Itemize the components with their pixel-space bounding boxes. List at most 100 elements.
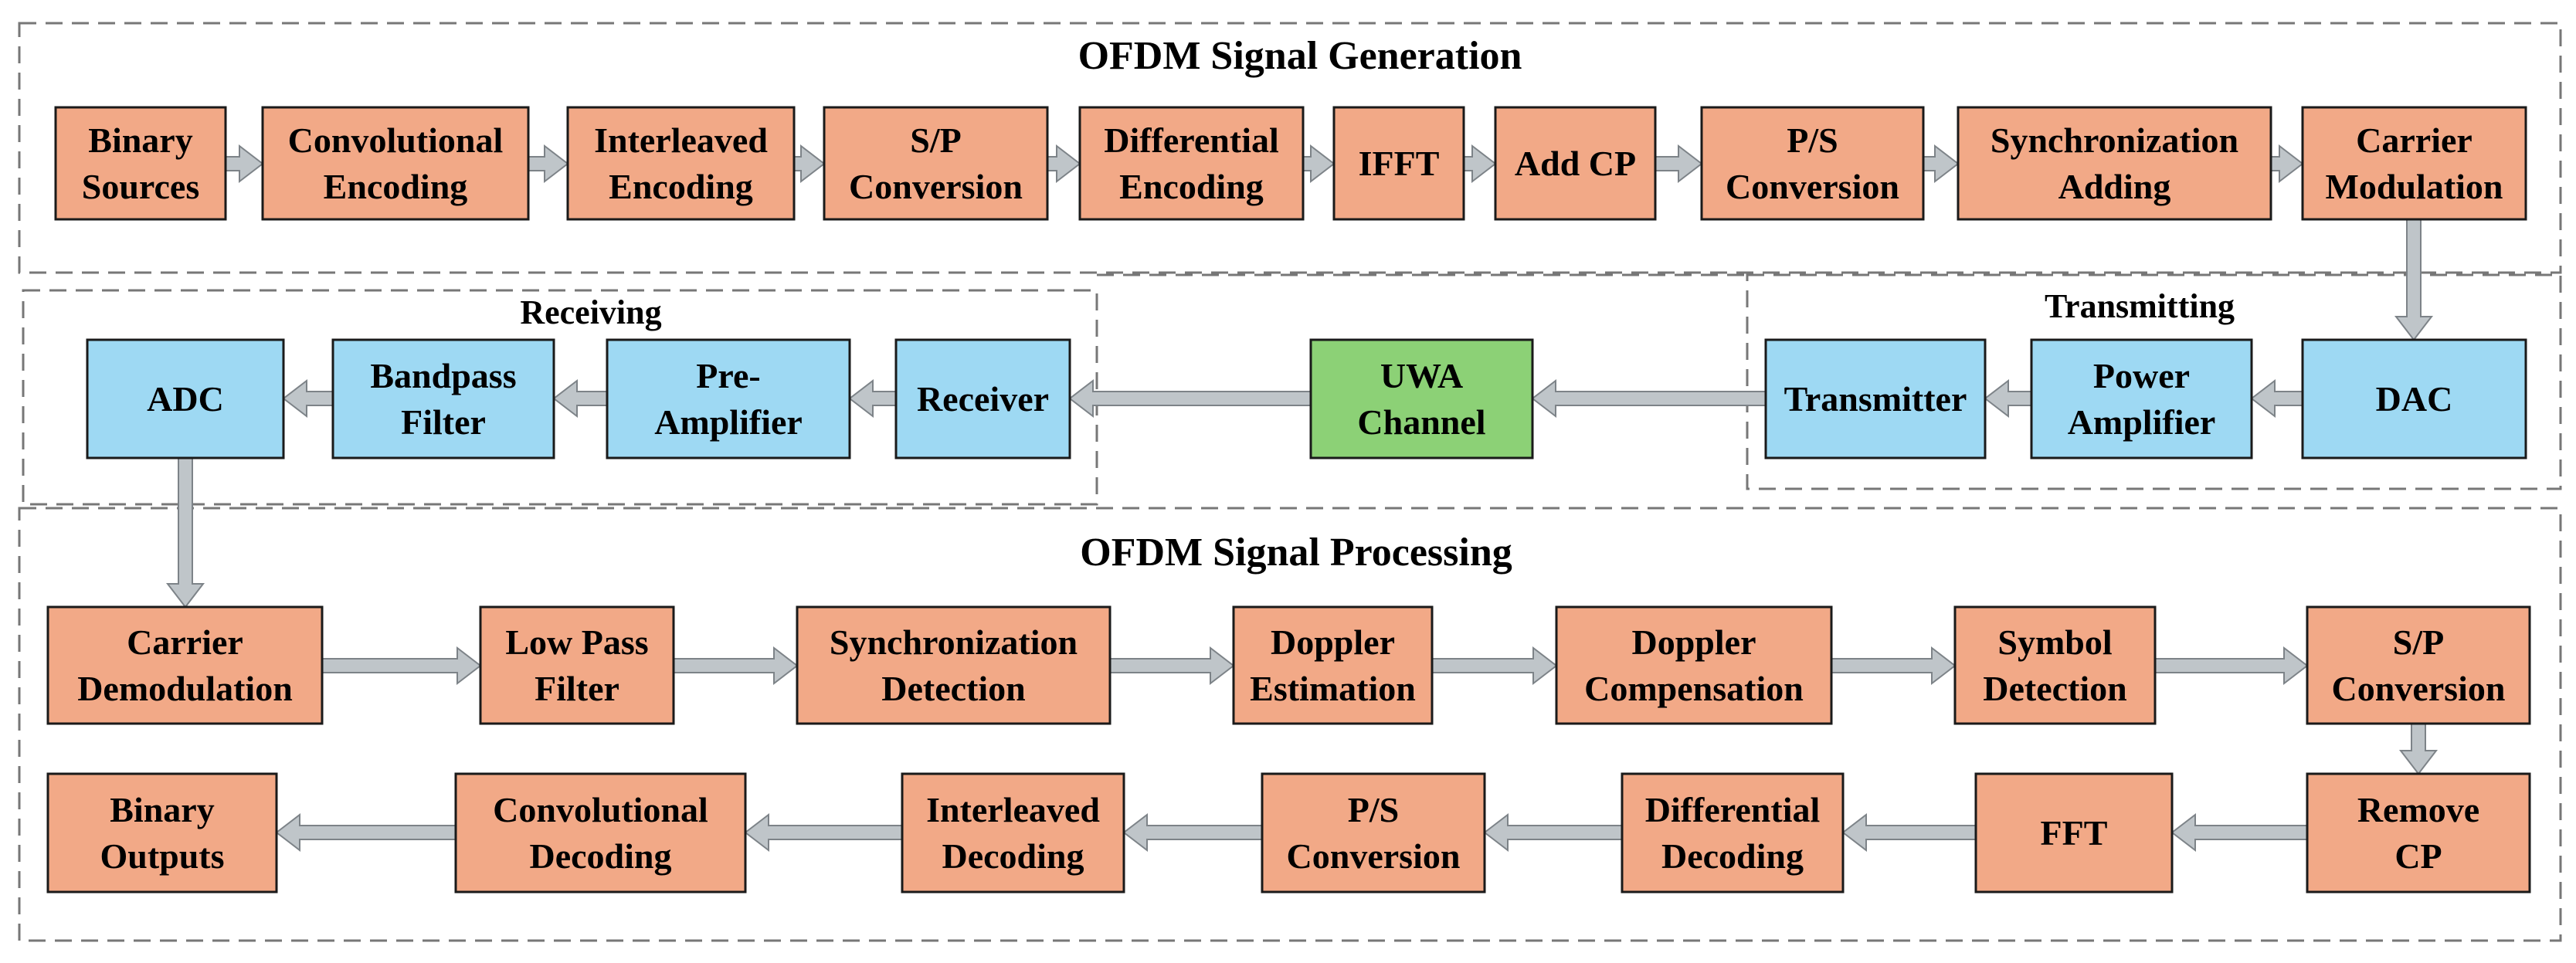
block-synchronization-detection-rect <box>796 605 1112 725</box>
block-differential-encoding-rect <box>1078 106 1305 221</box>
section-title-generation: OFDM Signal Generation <box>1078 34 1522 78</box>
block-ps-conversion-tx-rect <box>1700 106 1925 221</box>
block-ps-conversion-rx-label-1: P/S <box>1348 790 1399 829</box>
block-doppler-estimation-rect <box>1232 605 1434 725</box>
block-doppler-compensation-label-2: Compensation <box>1584 669 1804 708</box>
block-ifft-rect <box>1332 106 1465 221</box>
block-differential-encoding-label-1: Differential <box>1104 120 1279 160</box>
arrow-remove-cp-to-fft <box>2170 812 2308 853</box>
block-transmitter-rect <box>1764 338 1987 459</box>
arrow-symbol-det-to-sp <box>2154 646 2309 686</box>
block-symbol-detection-label-2: Detection <box>1983 669 2126 708</box>
block-adc-rect <box>86 338 285 459</box>
section-title-receiving: Receiving <box>520 293 661 331</box>
arrow-sync-det-to-doppler-est <box>1109 646 1235 686</box>
block-convolutional-encoding-rect <box>261 106 530 221</box>
block-interleaved-encoding-label-2: Encoding <box>609 167 753 206</box>
block-uwa-channel-label-2: Channel <box>1357 402 1485 442</box>
section-receiving-border <box>22 289 1098 506</box>
arrow-conv-dec-to-binary-outputs <box>275 812 456 853</box>
block-symbol-detection-rect <box>1953 605 2157 725</box>
block-pre-amplifier-label-1: Pre- <box>696 356 760 395</box>
arrow-sync-adding-to-carrier-mod <box>2270 144 2304 184</box>
arrows-layer <box>165 144 2439 853</box>
arrow-adc-to-carrier-demod <box>165 457 205 609</box>
block-synchronization-detection-label-1: Synchronization <box>830 622 1078 662</box>
block-binary-outputs-label-1: Binary <box>110 790 214 829</box>
arrow-bandpass-to-adc <box>282 378 334 419</box>
block-receiver: Receiver <box>894 338 1071 459</box>
block-synchronization-adding-label-1: Synchronization <box>1991 120 2238 160</box>
block-remove-cp-label-2: CP <box>2394 836 2442 876</box>
section-title-processing: OFDM Signal Processing <box>1080 531 1512 575</box>
arrow-ps-to-interleaved-dec <box>1122 812 1263 853</box>
block-fft-label-1: FFT <box>2041 813 2108 853</box>
arrow-uwa-to-receiver <box>1068 378 1312 419</box>
block-ps-conversion-rx-label-2: Conversion <box>1287 836 1461 876</box>
block-uwa-channel: UWA Channel <box>1309 338 1534 459</box>
block-sp-conversion-rx-rect <box>2306 605 2531 725</box>
block-sp-conversion-rx-label-2: Conversion <box>2332 669 2506 708</box>
block-bandpass-filter-label-2: Filter <box>401 402 486 442</box>
block-sp-conversion-tx-label-2: Conversion <box>849 167 1023 206</box>
arrow-receiver-to-pre-amp <box>848 378 897 419</box>
section-processing-border <box>18 507 2562 942</box>
block-binary-sources-rect <box>54 106 227 221</box>
sections-layer <box>18 22 2562 942</box>
block-binary-outputs-rect <box>46 772 278 893</box>
block-ifft-label-1: IFFT <box>1359 144 1440 183</box>
block-interleaved-decoding-label-1: Interleaved <box>926 790 1100 829</box>
block-binary-sources-label-1: Binary <box>88 120 192 160</box>
arrow-transmitter-to-uwa <box>1531 378 1767 419</box>
arrow-dac-to-power-amp <box>2250 378 2303 419</box>
block-synchronization-adding-rect <box>1957 106 2272 221</box>
block-dac: DAC <box>2301 338 2527 459</box>
arrow-fft-to-diff-dec <box>1841 812 1977 853</box>
block-transmitter-label-1: Transmitter <box>1784 379 1967 419</box>
block-convolutional-decoding-rect <box>454 772 747 893</box>
block-add-cp: Add CP <box>1494 106 1657 221</box>
block-bandpass-filter-rect <box>331 338 555 459</box>
block-pre-amplifier-rect <box>606 338 851 459</box>
block-receiver-rect <box>894 338 1071 459</box>
block-ps-conversion-rx: P/S Conversion <box>1261 772 1486 893</box>
block-interleaved-encoding-rect <box>566 106 796 221</box>
block-low-pass-filter-label-2: Filter <box>535 669 619 708</box>
block-carrier-modulation-label-1: Carrier <box>2356 120 2472 160</box>
arrow-diff-dec-to-ps <box>1483 812 1623 853</box>
block-doppler-compensation-label-1: Doppler <box>1632 622 1756 662</box>
block-uwa-channel-label-1: UWA <box>1380 356 1463 395</box>
block-doppler-estimation-label-2: Estimation <box>1250 669 1416 708</box>
section-transmitting-border <box>1746 273 2562 490</box>
block-low-pass-filter-label-1: Low Pass <box>505 622 648 662</box>
block-dac-label-1: DAC <box>2376 379 2453 419</box>
block-differential-decoding-label-2: Decoding <box>1661 836 1804 876</box>
block-ps-conversion-tx-label-2: Conversion <box>1726 167 1899 206</box>
block-convolutional-decoding-label-1: Convolutional <box>493 790 708 829</box>
block-sp-conversion-tx-rect <box>823 106 1049 221</box>
block-differential-encoding-label-2: Encoding <box>1119 167 1264 206</box>
arrow-carrier-mod-to-dac <box>2394 219 2434 341</box>
arrow-add-cp-to-ps <box>1655 144 1703 184</box>
block-bandpass-filter-label-1: Bandpass <box>370 356 516 395</box>
block-binary-outputs-label-2: Outputs <box>100 836 224 876</box>
arrow-doppler-comp-to-symbol-det <box>1831 646 1957 686</box>
block-carrier-demodulation-label-1: Carrier <box>127 622 243 662</box>
block-differential-decoding-rect <box>1621 772 1845 893</box>
arrow-interleaved-enc-to-sp <box>793 144 826 184</box>
